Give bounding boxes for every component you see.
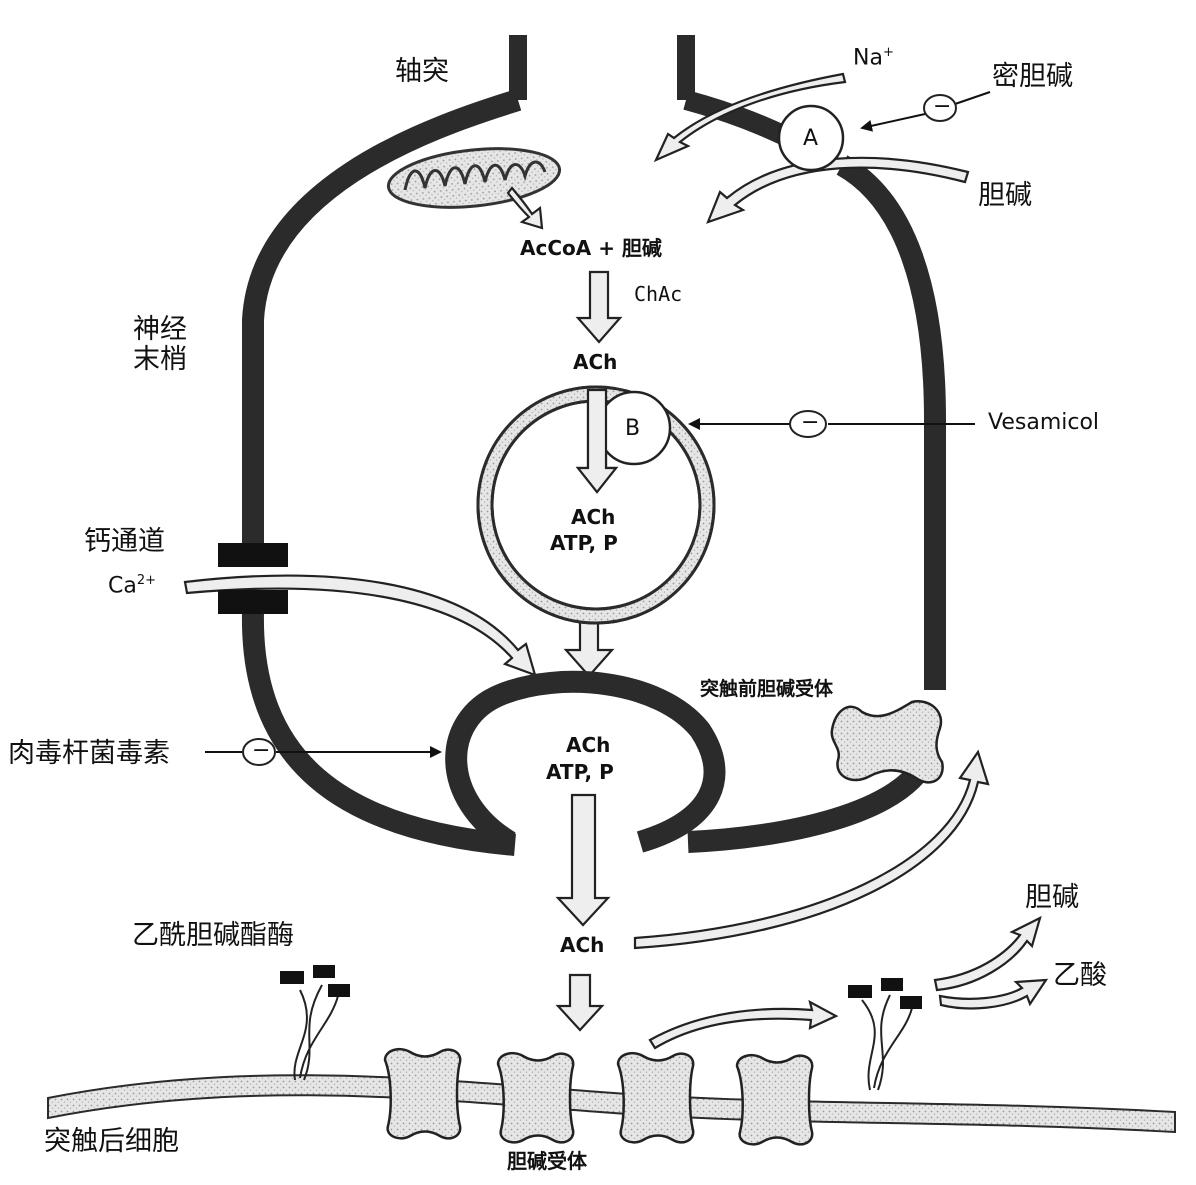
postsynaptic-receptor [616,1052,695,1144]
acetylcholinesterase-label: 乙酰胆碱酯酶 [132,920,294,951]
nerve-terminal-label-line2: 末梢 [133,344,187,375]
ach-vesicle-label: ACh [571,505,616,529]
choline-receptor-label: 胆碱受体 [507,1149,587,1173]
inhibition-lines [205,91,991,758]
sodium-ion-label: Na+ [853,46,894,69]
choline-influx-arrow [706,156,970,224]
choline-transporter-a [777,104,845,172]
ach-cytoplasm-label: ACh [573,350,618,374]
postsynaptic-receptors [383,1048,814,1146]
transporter-b-label: B [625,416,641,441]
atp-p-docked-label: ATP, P [546,760,614,784]
chac-down-arrow [575,270,623,344]
ach-cleft-label: ACh [560,933,605,957]
postsynaptic-membrane [47,1074,1176,1134]
ach-to-receptor-arrow [555,973,605,1032]
postsynaptic-receptor [496,1052,575,1144]
transporter-a-label: A [803,126,819,151]
postsynaptic-receptor [735,1054,814,1146]
inhibition-circles [242,94,957,766]
vesamicol-inhibit-symbol: − [801,410,820,435]
nerve-terminal-label-line1: 神经 [133,314,187,345]
axon-label: 轴突 [395,56,449,87]
mito-to-accoa-arrow [506,186,544,230]
choline-out-arrow [933,915,1042,992]
calcium-ion-symbol: Ca [108,573,137,599]
docked-vesicle [445,670,726,853]
calcium-channel-blocks [218,543,288,614]
atp-p-vesicle-label: ATP, P [550,531,618,555]
mitochondrion [386,147,562,209]
acetylcholinesterase-right [848,978,922,1091]
flow-arrows [183,72,1049,1050]
acetate-out-arrow [938,978,1049,1010]
receptor-to-enzyme-arrow [648,999,839,1050]
calcium-channel-label: 钙通道 [84,526,165,557]
ach-into-vesicle-arrow-front [575,388,619,494]
sodium-influx-arrow [653,72,847,163]
sodium-ion-symbol: Na [853,45,883,71]
accoa-choline-label: AcCoA + 胆碱 [520,236,662,260]
acetylcholinesterase-left [280,965,350,1081]
acetate-product-label: 乙酸 [1053,960,1107,991]
chac-enzyme-label: ChAc [634,282,683,306]
presynaptic-receptor-label: 突触前胆碱受体 [700,678,834,700]
hemicholinium-inhibit-symbol: − [933,94,952,119]
ach-to-presynaptic-receptor-arrow [633,749,990,950]
choline-product-label: 胆碱 [1025,882,1079,913]
postsynaptic-receptor [383,1048,462,1140]
vesamicol-label: Vesamicol [988,410,1100,435]
postsynaptic-cell-label: 突触后细胞 [44,1126,179,1157]
presynaptic-receptor-shape [830,700,944,784]
calcium-ion-charge: 2+ [136,573,157,588]
choline-influx-label: 胆碱 [978,180,1032,211]
calcium-ion-label: Ca2+ [108,574,156,597]
sodium-ion-charge: + [882,45,894,60]
hemicholinium-label: 密胆碱 [992,61,1073,92]
botulinum-inhibit-symbol: − [252,738,271,763]
botulinum-toxin-label: 肉毒杆菌毒素 [8,738,170,769]
ach-release-arrow [555,793,611,927]
ach-docked-label: ACh [566,733,611,757]
